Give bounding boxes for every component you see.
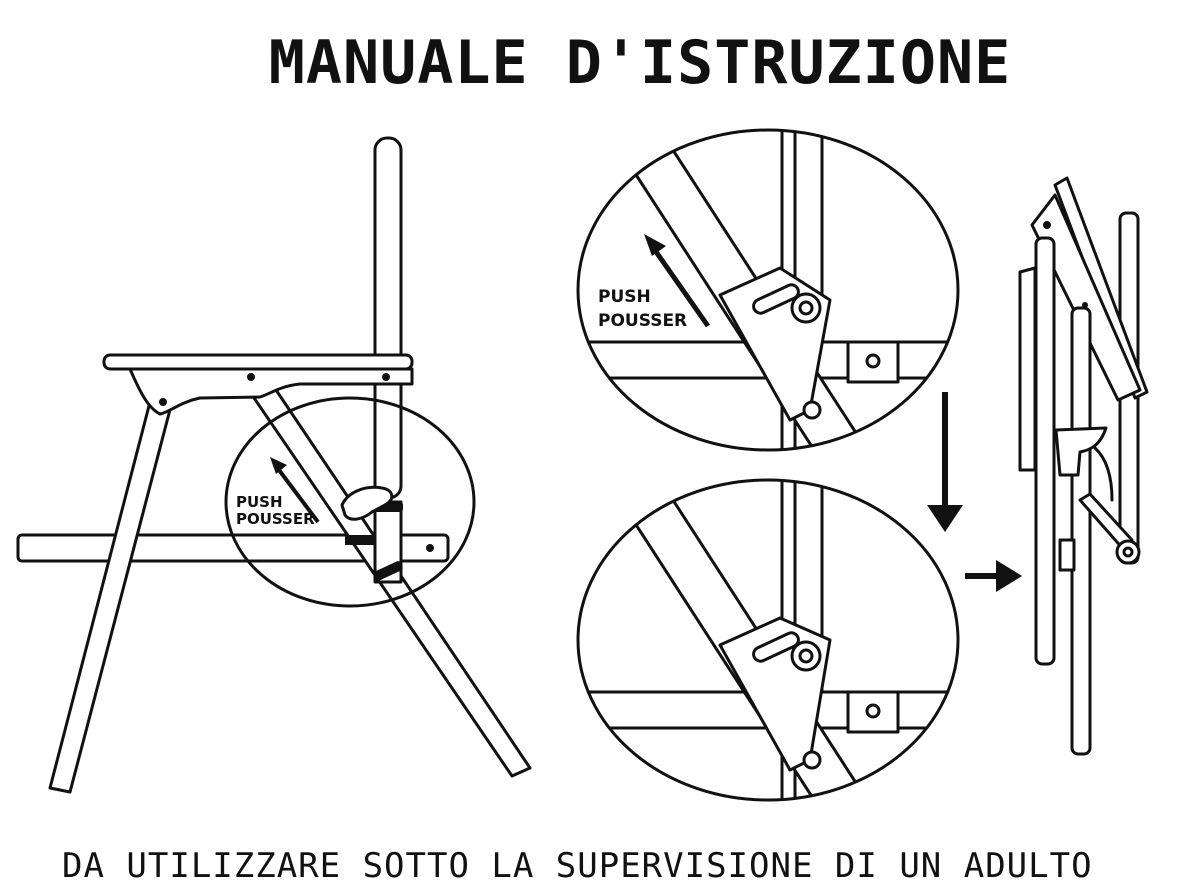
folded-high-chair (1018, 176, 1149, 756)
chair-back-post (373, 136, 403, 500)
page-title: MANUALE D'ISTRUZIONE (268, 28, 1012, 98)
open-high-chair: PUSH POUSSER (16, 136, 532, 794)
push-label-1: PUSH (236, 493, 283, 511)
detail-latch-released (576, 478, 960, 802)
folded-front-leg (1034, 236, 1056, 666)
zoom-circle-top (576, 128, 960, 452)
push-label-2: PUSH (598, 287, 651, 307)
push-arrow-large (649, 244, 711, 328)
push-arrow-small (274, 464, 320, 524)
arrow-right-icon (965, 560, 1022, 592)
chair-seat-bracket (128, 367, 414, 416)
hand-icon (340, 485, 394, 521)
folded-rear-leg (1070, 306, 1092, 756)
safety-notice: DA UTILIZZARE SOTTO LA SUPERVISIONE DI U… (62, 846, 1093, 886)
arrow-down-icon (927, 392, 963, 532)
folded-hinge-bracket (1054, 426, 1108, 477)
pousser-label-1: POUSSER (236, 510, 315, 528)
zoom-circle-bottom (576, 478, 960, 802)
chair-front-leg (48, 400, 174, 794)
chair-seat-tray (102, 353, 414, 371)
pousser-label-2: POUSSER (598, 311, 687, 331)
zoom-circle-hinge (224, 396, 476, 608)
folded-latch-block (1058, 538, 1076, 572)
folded-latch-arm (1078, 492, 1134, 552)
detail-latch-push: PUSH POUSSER (576, 128, 960, 452)
folded-side-panel (1018, 266, 1037, 472)
